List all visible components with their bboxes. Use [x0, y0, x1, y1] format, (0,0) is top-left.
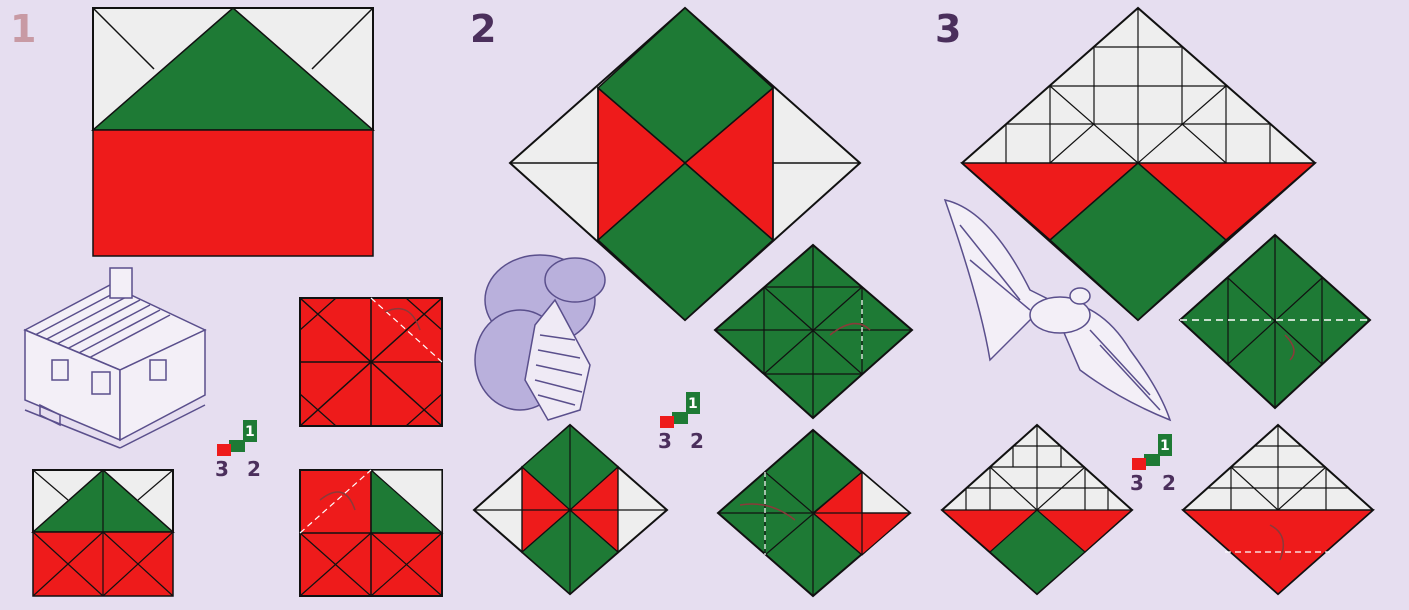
step2-green-diamond-diagram [715, 245, 912, 418]
step1-folded-square-diagram [300, 470, 442, 596]
rotation-hint-label-3: 3 [658, 429, 672, 453]
step3-folded-diamond-diagram [1183, 425, 1373, 594]
rotation-hint-label-1: 1 [688, 396, 698, 412]
pine-branch-sketch-icon [475, 255, 605, 420]
house-sketch-icon [25, 268, 205, 448]
rotation-hint-icon: 1 2 3 [1130, 434, 1176, 495]
step1-main-diagram [93, 8, 373, 256]
step3-green-diamond-diagram [1180, 235, 1370, 408]
rotation-hint-icon: 1 2 3 [215, 420, 261, 481]
step1-house-shape-diagram [33, 470, 173, 596]
rotation-hint-label-3: 3 [215, 457, 229, 481]
step2-folded-diamond-diagram [718, 430, 910, 596]
rotation-hint-label-2: 2 [1162, 471, 1176, 495]
rotation-hint-icon: 1 2 3 [658, 392, 704, 453]
rotation-hint-label-1: 1 [245, 424, 255, 440]
step2-small-diamond-diagram [474, 425, 667, 594]
step1-red-square-diagram [300, 298, 442, 426]
rotation-hint-label-2: 2 [690, 429, 704, 453]
rotation-hint-label-2: 2 [247, 457, 261, 481]
rotation-hint-label-1: 1 [1160, 438, 1170, 454]
rotation-hint-label-3: 3 [1130, 471, 1144, 495]
step3-small-diamond-diagram [942, 425, 1132, 594]
